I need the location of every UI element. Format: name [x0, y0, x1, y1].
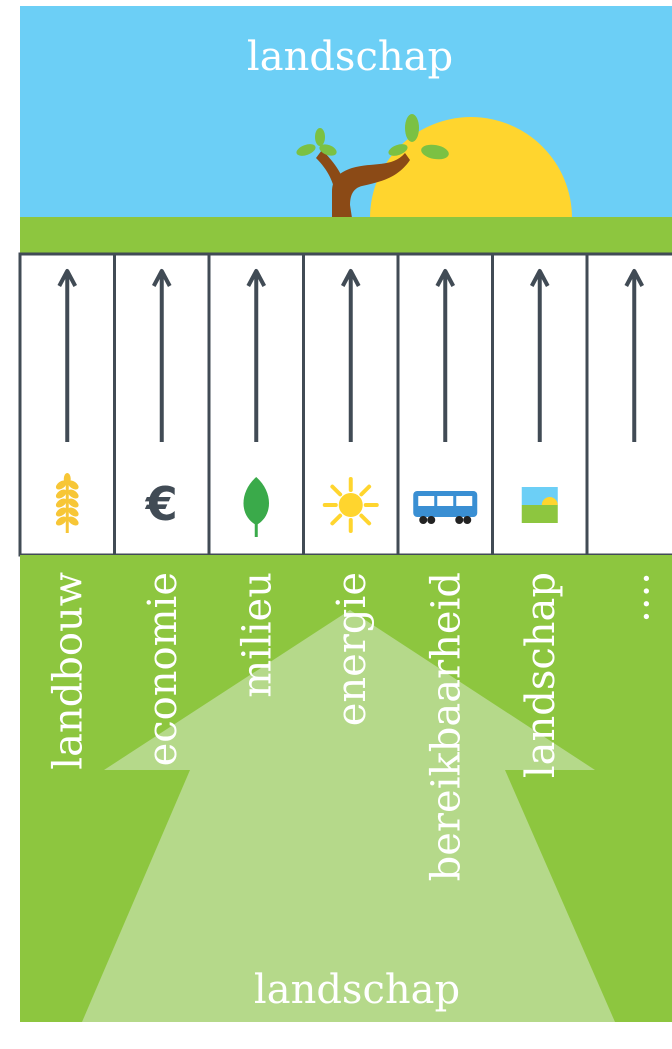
svg-text:€: €	[145, 477, 178, 531]
bottom-title: landschap	[254, 967, 460, 1013]
column-label: bereikbaarheid	[423, 572, 469, 881]
column-label: landschap	[518, 572, 564, 778]
column-label: milieu	[234, 572, 280, 698]
column-label: economie	[140, 572, 186, 766]
columns-band: €	[20, 254, 672, 555]
column-label: ....	[612, 572, 658, 623]
top-title: landschap	[247, 34, 453, 80]
column-label: landbouw	[45, 572, 91, 770]
landscape-icon	[522, 487, 558, 523]
sun-icon	[325, 479, 377, 531]
grass-strip	[20, 217, 672, 254]
euro-icon: €	[145, 477, 178, 531]
column-label: energie	[329, 572, 375, 726]
